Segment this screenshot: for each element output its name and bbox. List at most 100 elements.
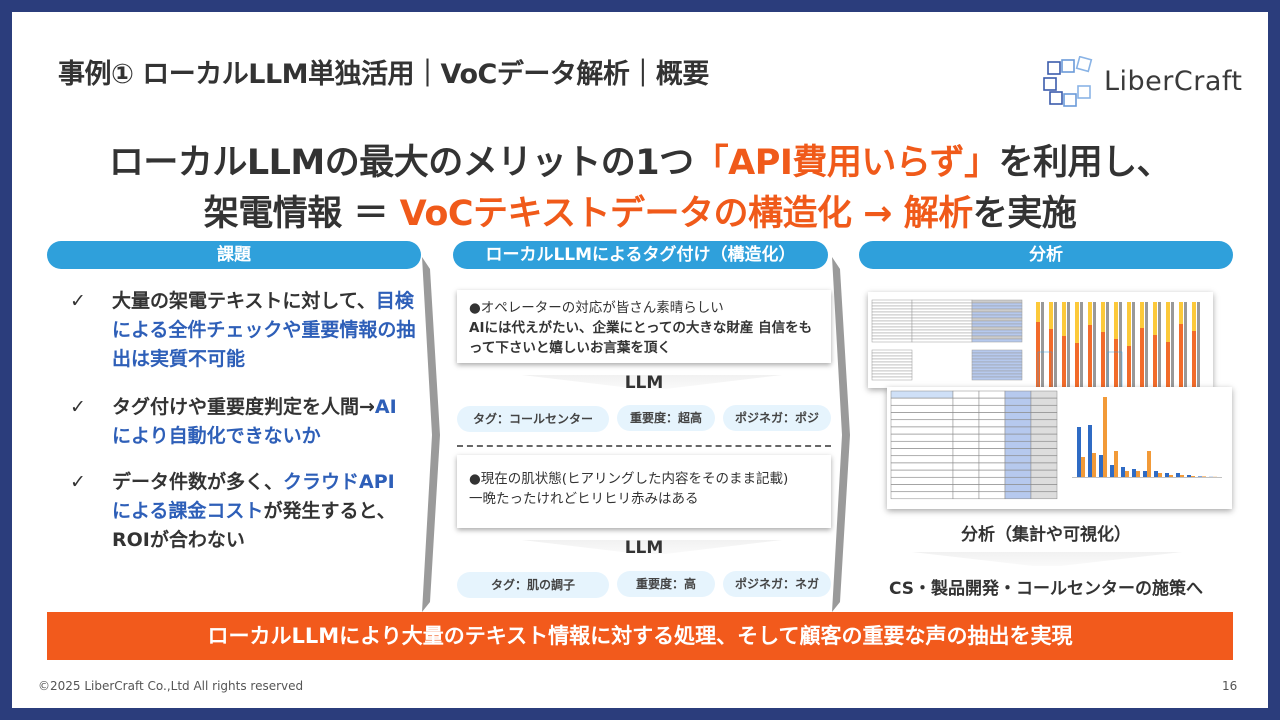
- thumbnail-mark: [911, 317, 973, 322]
- thumbnail-mark: [1004, 448, 1032, 456]
- issue-text: データ件数が多く、: [112, 471, 284, 493]
- thumbnail-mark: [871, 335, 913, 340]
- thumbnail-mark: [1153, 302, 1157, 388]
- issue-text: 大量の架電テキストに対して、: [112, 290, 376, 312]
- analysis-caption: 分析（集計や可視化）: [961, 525, 1131, 545]
- thumbnail-mark: [1166, 302, 1170, 388]
- thumbnail-mark: [971, 370, 1023, 375]
- headline-line-2: 架電情報 ＝ VoCテキストデータの構造化 → 解析を実施: [12, 185, 1268, 236]
- thumbnail-mark: [890, 484, 954, 492]
- check-icon: ✓: [70, 471, 86, 493]
- thumbnail-mark: [1004, 405, 1032, 413]
- thumbnail-mark: [1158, 473, 1162, 477]
- thumbnail-mark: [971, 349, 1023, 354]
- tag-sentiment: ポジネガ：ポジ: [723, 405, 831, 431]
- thumbnail-mark: [871, 311, 913, 316]
- thumbnail-mark: [871, 361, 913, 366]
- thumbnail-mark: [1088, 302, 1092, 388]
- thumbnail-mark: [1004, 397, 1032, 406]
- thumbnail-mark: [971, 361, 1023, 366]
- thumbnail-mark: [1004, 491, 1032, 500]
- thumbnail-mark: [1180, 475, 1184, 477]
- thumbnail-mark: [1158, 302, 1161, 388]
- thumbnail-mark: [1119, 302, 1122, 388]
- thumbnail-mark: [871, 364, 913, 369]
- thumbnail-mark: [1165, 473, 1169, 477]
- thumbnail-mark: [1145, 302, 1148, 388]
- tag-sentiment: ポジネガ：ネガ: [723, 571, 831, 597]
- thumbnail-mark: [890, 433, 954, 442]
- thumbnail-mark: [1081, 457, 1085, 477]
- thumbnail-mark: [952, 462, 980, 471]
- slide: 事例① ローカルLLM単独活用｜VoCデータ解析｜概要 LiberCraft ロ…: [12, 12, 1268, 708]
- thumbnail-mark: [971, 299, 1023, 304]
- thumbnail-mark: [1004, 477, 1032, 485]
- thumbnail-mark: [1198, 476, 1202, 477]
- thumbnail-mark: [1127, 302, 1131, 346]
- analysis-screenshot-back: [868, 292, 1213, 388]
- divider: [457, 445, 831, 447]
- thumbnail-mark: [971, 338, 1023, 343]
- thumbnail-mark: [1121, 467, 1125, 477]
- thumbnail-mark: [1114, 302, 1118, 339]
- thumbnail-mark: [1197, 302, 1200, 388]
- stacked-bar-thumbnail: [871, 299, 1200, 388]
- headline-line-1: ローカルLLMの最大のメリットの1つ「API費用いらず」を利用し、: [12, 134, 1268, 185]
- thumbnail-mark: [971, 358, 1023, 363]
- thumbnail-mark: [871, 358, 913, 363]
- thumbnail-mark: [1041, 302, 1044, 388]
- issue-text: タグ付けや重要度判定を人間→: [112, 396, 375, 418]
- thumbnail-mark: [890, 390, 954, 399]
- tag-importance: 重要度：高: [617, 571, 715, 597]
- thumbnail-mark: [871, 302, 913, 307]
- thumbnail-mark: [1004, 441, 1032, 449]
- thumbnail-mark: [1004, 455, 1032, 464]
- thumbnail-mark: [971, 314, 1023, 319]
- tag-category: タグ：コールセンター: [457, 406, 609, 432]
- thumbnail-mark: [1049, 302, 1053, 388]
- thumbnail-mark: [971, 367, 1023, 372]
- headline-highlight: 「API費用いらず」: [693, 143, 1000, 183]
- thumbnail-mark: [1080, 302, 1083, 388]
- thumbnail-mark: [1107, 351, 1123, 388]
- thumbnail-mark: [1192, 302, 1196, 388]
- thumbnail-mark: [1030, 419, 1058, 428]
- thumbnail-mark: [871, 329, 913, 334]
- thumbnail-mark: [871, 367, 913, 372]
- chevron-separator-icon: [832, 257, 850, 612]
- issue-highlight: AIにより自動化できないか: [112, 396, 397, 447]
- thumbnail-mark: [871, 373, 913, 378]
- thumbnail-mark: [978, 412, 1006, 420]
- thumbnail-mark: [971, 332, 1023, 337]
- thumbnail-mark: [1037, 351, 1053, 388]
- thumbnail-mark: [1166, 302, 1170, 342]
- thumbnail-mark: [871, 332, 913, 337]
- thumbnail-mark: [971, 364, 1023, 369]
- thumbnail-mark: [1030, 441, 1058, 449]
- thumbnail-mark: [871, 317, 913, 322]
- thumbnail-mark: [978, 455, 1006, 464]
- thumbnail-mark: [1187, 475, 1191, 477]
- thumbnail-mark: [911, 335, 973, 340]
- thumbnail-mark: [1004, 419, 1032, 428]
- thumbnail-mark: [871, 338, 913, 343]
- thumbnail-mark: [1072, 477, 1222, 478]
- thumbnail-mark: [1030, 412, 1058, 420]
- issue-highlight: 目検による全件チェックや重要情報の抽出は実質不可能: [112, 290, 416, 370]
- cubes-logo-icon: [1043, 55, 1093, 107]
- thumbnail-mark: [1140, 302, 1144, 328]
- thumbnail-mark: [1030, 469, 1058, 478]
- thumbnail-mark: [1143, 471, 1147, 477]
- thumbnail-mark: [1125, 471, 1129, 477]
- headline-text: を利用し、: [998, 143, 1172, 183]
- thumbnail-mark: [871, 349, 913, 354]
- thumbnail-mark: [1169, 475, 1173, 477]
- thumbnail-mark: [971, 323, 1023, 328]
- chevron-separator-icon: [422, 257, 440, 612]
- thumbnail-mark: [971, 376, 1023, 381]
- thumbnail-mark: [871, 355, 913, 360]
- thumbnail-mark: [971, 329, 1023, 334]
- down-arrow-icon: [912, 552, 1182, 566]
- thumbnail-mark: [1154, 471, 1158, 477]
- thumbnail-mark: [911, 326, 973, 331]
